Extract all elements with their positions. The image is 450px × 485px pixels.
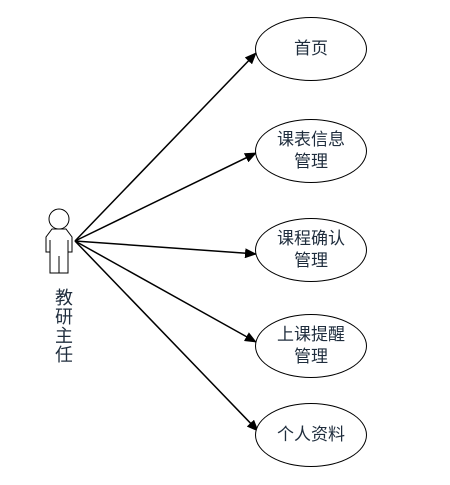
usecase-home-label: 首页 — [294, 39, 328, 59]
usecase-profile[interactable]: 个人资料 — [255, 403, 367, 467]
usecase-home[interactable]: 首页 — [255, 17, 367, 81]
association-arrow-profile — [74, 240, 259, 432]
usecase-schedule-info-label: 课表信息管理 — [277, 130, 345, 172]
usecase-course-confirm-label: 课程确认管理 — [277, 229, 345, 271]
usecase-profile-label: 个人资料 — [277, 425, 345, 445]
usecase-course-confirm[interactable]: 课程确认管理 — [255, 218, 367, 282]
actor-figure — [45, 208, 73, 274]
usecase-schedule-info[interactable]: 课表信息管理 — [255, 119, 367, 183]
actor-label: 教研主任 — [52, 288, 73, 364]
association-lines — [74, 52, 259, 432]
usecase-class-reminder[interactable]: 上课提醒管理 — [255, 314, 367, 378]
association-arrow-class-reminder — [74, 240, 257, 343]
usecase-class-reminder-label: 上课提醒管理 — [277, 325, 345, 367]
association-arrow-home — [74, 52, 257, 242]
association-arrow-schedule — [74, 152, 257, 242]
association-arrow-course-confirm — [74, 240, 257, 259]
